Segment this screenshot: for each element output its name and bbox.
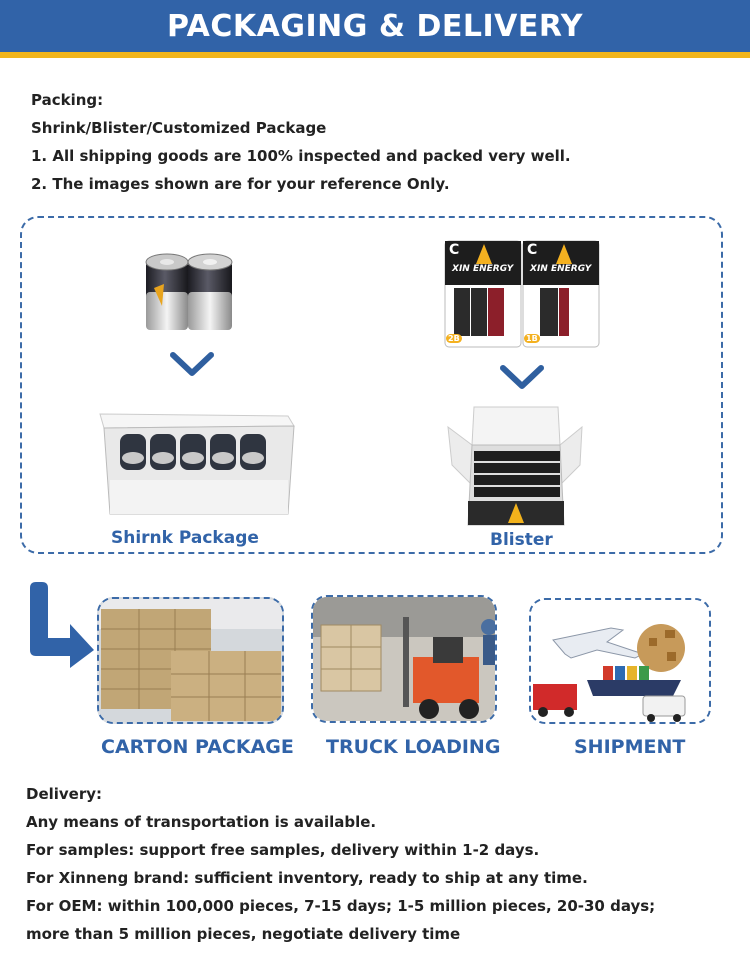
chevron-down-icon [170, 352, 214, 376]
packing-info: Packing: Shrink/Blister/Customized Packa… [31, 86, 571, 198]
packing-note-1: 1. All shipping goods are 100% inspected… [31, 147, 571, 165]
packing-types: Shrink/Blister/Customized Package [31, 119, 327, 137]
delivery-line-1: Any means of transportation is available… [26, 813, 377, 831]
chevron-down-icon [500, 365, 544, 389]
delivery-line-5: more than 5 million pieces, negotiate de… [26, 925, 461, 943]
battery-left [145, 253, 189, 330]
delivery-line-2: For samples: support free samples, deliv… [26, 841, 540, 859]
blister-brand-right: XIN ENERGY [530, 264, 592, 274]
blister-box-image [447, 406, 583, 526]
blister-label: Blister [490, 530, 553, 550]
page-title: PACKAGING & DELIVERY [166, 8, 584, 44]
carton-package-image [97, 597, 284, 724]
blister-count-right: 1B [524, 334, 540, 343]
blister-brand-left: XIN ENERGY [452, 264, 514, 274]
delivery-info: Delivery: Any means of transportation is… [26, 780, 655, 948]
shrink-package-label: Shirnk Package [111, 528, 259, 548]
blister-size-left: C [449, 242, 460, 258]
shipment-label: SHIPMENT [574, 736, 686, 758]
truck-loading-label: TRUCK LOADING [326, 736, 501, 758]
delivery-line-4: For OEM: within 100,000 pieces, 7-15 day… [26, 897, 656, 915]
shrink-box-image [99, 413, 295, 515]
blister-count-left: 2B [446, 334, 462, 343]
packing-note-2: 2. The images shown are for your referen… [31, 175, 450, 193]
shrink-batteries-image [145, 253, 233, 330]
blister-size-right: C [527, 242, 538, 258]
arrow-down-right-icon [30, 582, 94, 668]
header-banner: PACKAGING & DELIVERY [0, 0, 750, 58]
package-types-panel [20, 216, 723, 554]
packing-label: Packing: [31, 91, 104, 109]
truck-loading-image [311, 595, 497, 723]
blister-cards-image: C C XIN ENERGY XIN ENERGY 2B 1B [444, 240, 600, 348]
carton-package-label: CARTON PACKAGE [101, 736, 294, 758]
delivery-line-3: For Xinneng brand: sufficient inventory,… [26, 869, 588, 887]
delivery-label: Delivery: [26, 785, 103, 803]
battery-right [187, 253, 233, 330]
shipment-image [529, 598, 711, 724]
